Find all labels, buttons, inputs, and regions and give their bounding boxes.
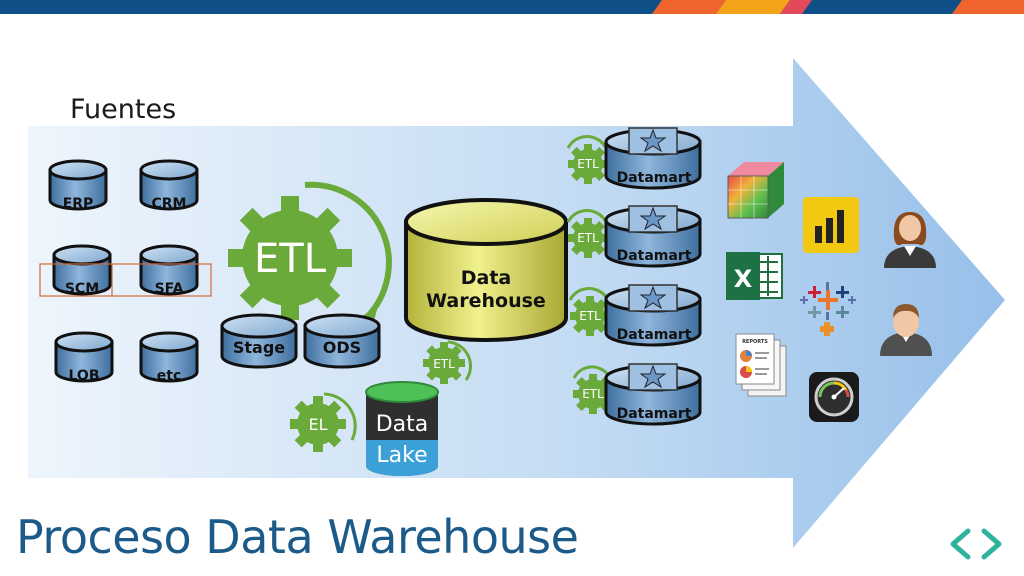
datamart-3-label: Datamart (617, 327, 692, 343)
stage-cylinder: Stage (220, 313, 298, 369)
etl-cycle-arrow (304, 181, 392, 321)
tableau-icon (800, 282, 856, 336)
data-warehouse-cylinder: Data Warehouse (404, 198, 568, 342)
stage-label: Stage (233, 338, 285, 357)
data-lake-icon: Data Lake (365, 381, 439, 476)
source-sfa: SFA (139, 244, 199, 297)
olap-cube-icon (727, 162, 784, 219)
reports-icon-title: REPORTS (742, 339, 768, 345)
user-man-icon (880, 304, 932, 356)
datamart-3: ETL Datamart (568, 284, 702, 347)
source-sfa-label: SFA (155, 281, 184, 297)
etl-gear-warehouse-label: ETL (433, 357, 455, 371)
ods-label: ODS (323, 338, 361, 357)
datamart-2-label: Datamart (617, 248, 692, 264)
datamart-1-label: Datamart (617, 170, 692, 186)
sources-heading: Fuentes (70, 94, 177, 125)
star-icon (639, 364, 667, 389)
lake-label-line2: Lake (376, 443, 427, 468)
source-lob-label: LOB (69, 368, 100, 384)
datamart-3-etl-label: ETL (579, 309, 601, 323)
source-erp-label: ERP (63, 196, 94, 212)
datamart-4: ETL Datamart (572, 363, 702, 426)
datamart-1-etl-label: ETL (577, 157, 599, 171)
page-title: Proceso Data Warehouse (16, 510, 579, 564)
el-gear-label: EL (308, 415, 327, 434)
top-bar-accent-orange (652, 0, 726, 14)
source-etc: etc (139, 331, 199, 384)
warehouse-label-line1: Data (461, 267, 512, 289)
source-crm: CRM (139, 159, 199, 212)
datamart-4-label: Datamart (617, 406, 692, 422)
ods-cylinder: ODS (303, 313, 381, 369)
source-erp: ERP (48, 159, 108, 212)
excel-icon-letter: X (734, 265, 753, 293)
excel-icon: X (726, 252, 783, 300)
top-bar-accent-orange-right (952, 0, 1024, 14)
top-bar-accent-red (780, 0, 812, 14)
power-bi-icon (803, 197, 859, 253)
nav-logo-icon (950, 528, 1002, 560)
star-icon (639, 285, 667, 310)
reports-icon: REPORTS (735, 333, 787, 397)
sources-group: ERP CRM SCM SFA LOB etc (39, 159, 212, 384)
etl-main-group: ETL Stage ODS (220, 181, 392, 369)
lake-label-line1: Data (376, 412, 429, 437)
source-scm-label: SCM (65, 281, 99, 297)
user-woman-icon (884, 212, 936, 268)
datamarts-group: ETL Datamart ETL (566, 127, 702, 426)
source-scm: SCM (52, 244, 112, 297)
el-gear: EL (290, 392, 357, 452)
top-bar-background (0, 0, 1024, 14)
etl-main-label: ETL (254, 236, 327, 282)
gauge-icon (809, 372, 859, 422)
datamart-1: ETL Datamart (566, 127, 702, 190)
etl-gear-large: ETL (228, 196, 352, 320)
top-bar-accent-yellow (716, 0, 790, 14)
source-crm-label: CRM (152, 196, 187, 212)
datamart-2-etl-label: ETL (577, 231, 599, 245)
warehouse-label-line2: Warehouse (426, 290, 546, 312)
source-etc-label: etc (157, 368, 182, 384)
datamart-4-etl-label: ETL (582, 387, 604, 401)
star-icon (639, 128, 667, 153)
top-bar (0, 0, 1024, 14)
selection-box-scm-sfa (39, 263, 212, 297)
star-icon (639, 206, 667, 231)
source-lob: LOB (54, 331, 114, 384)
